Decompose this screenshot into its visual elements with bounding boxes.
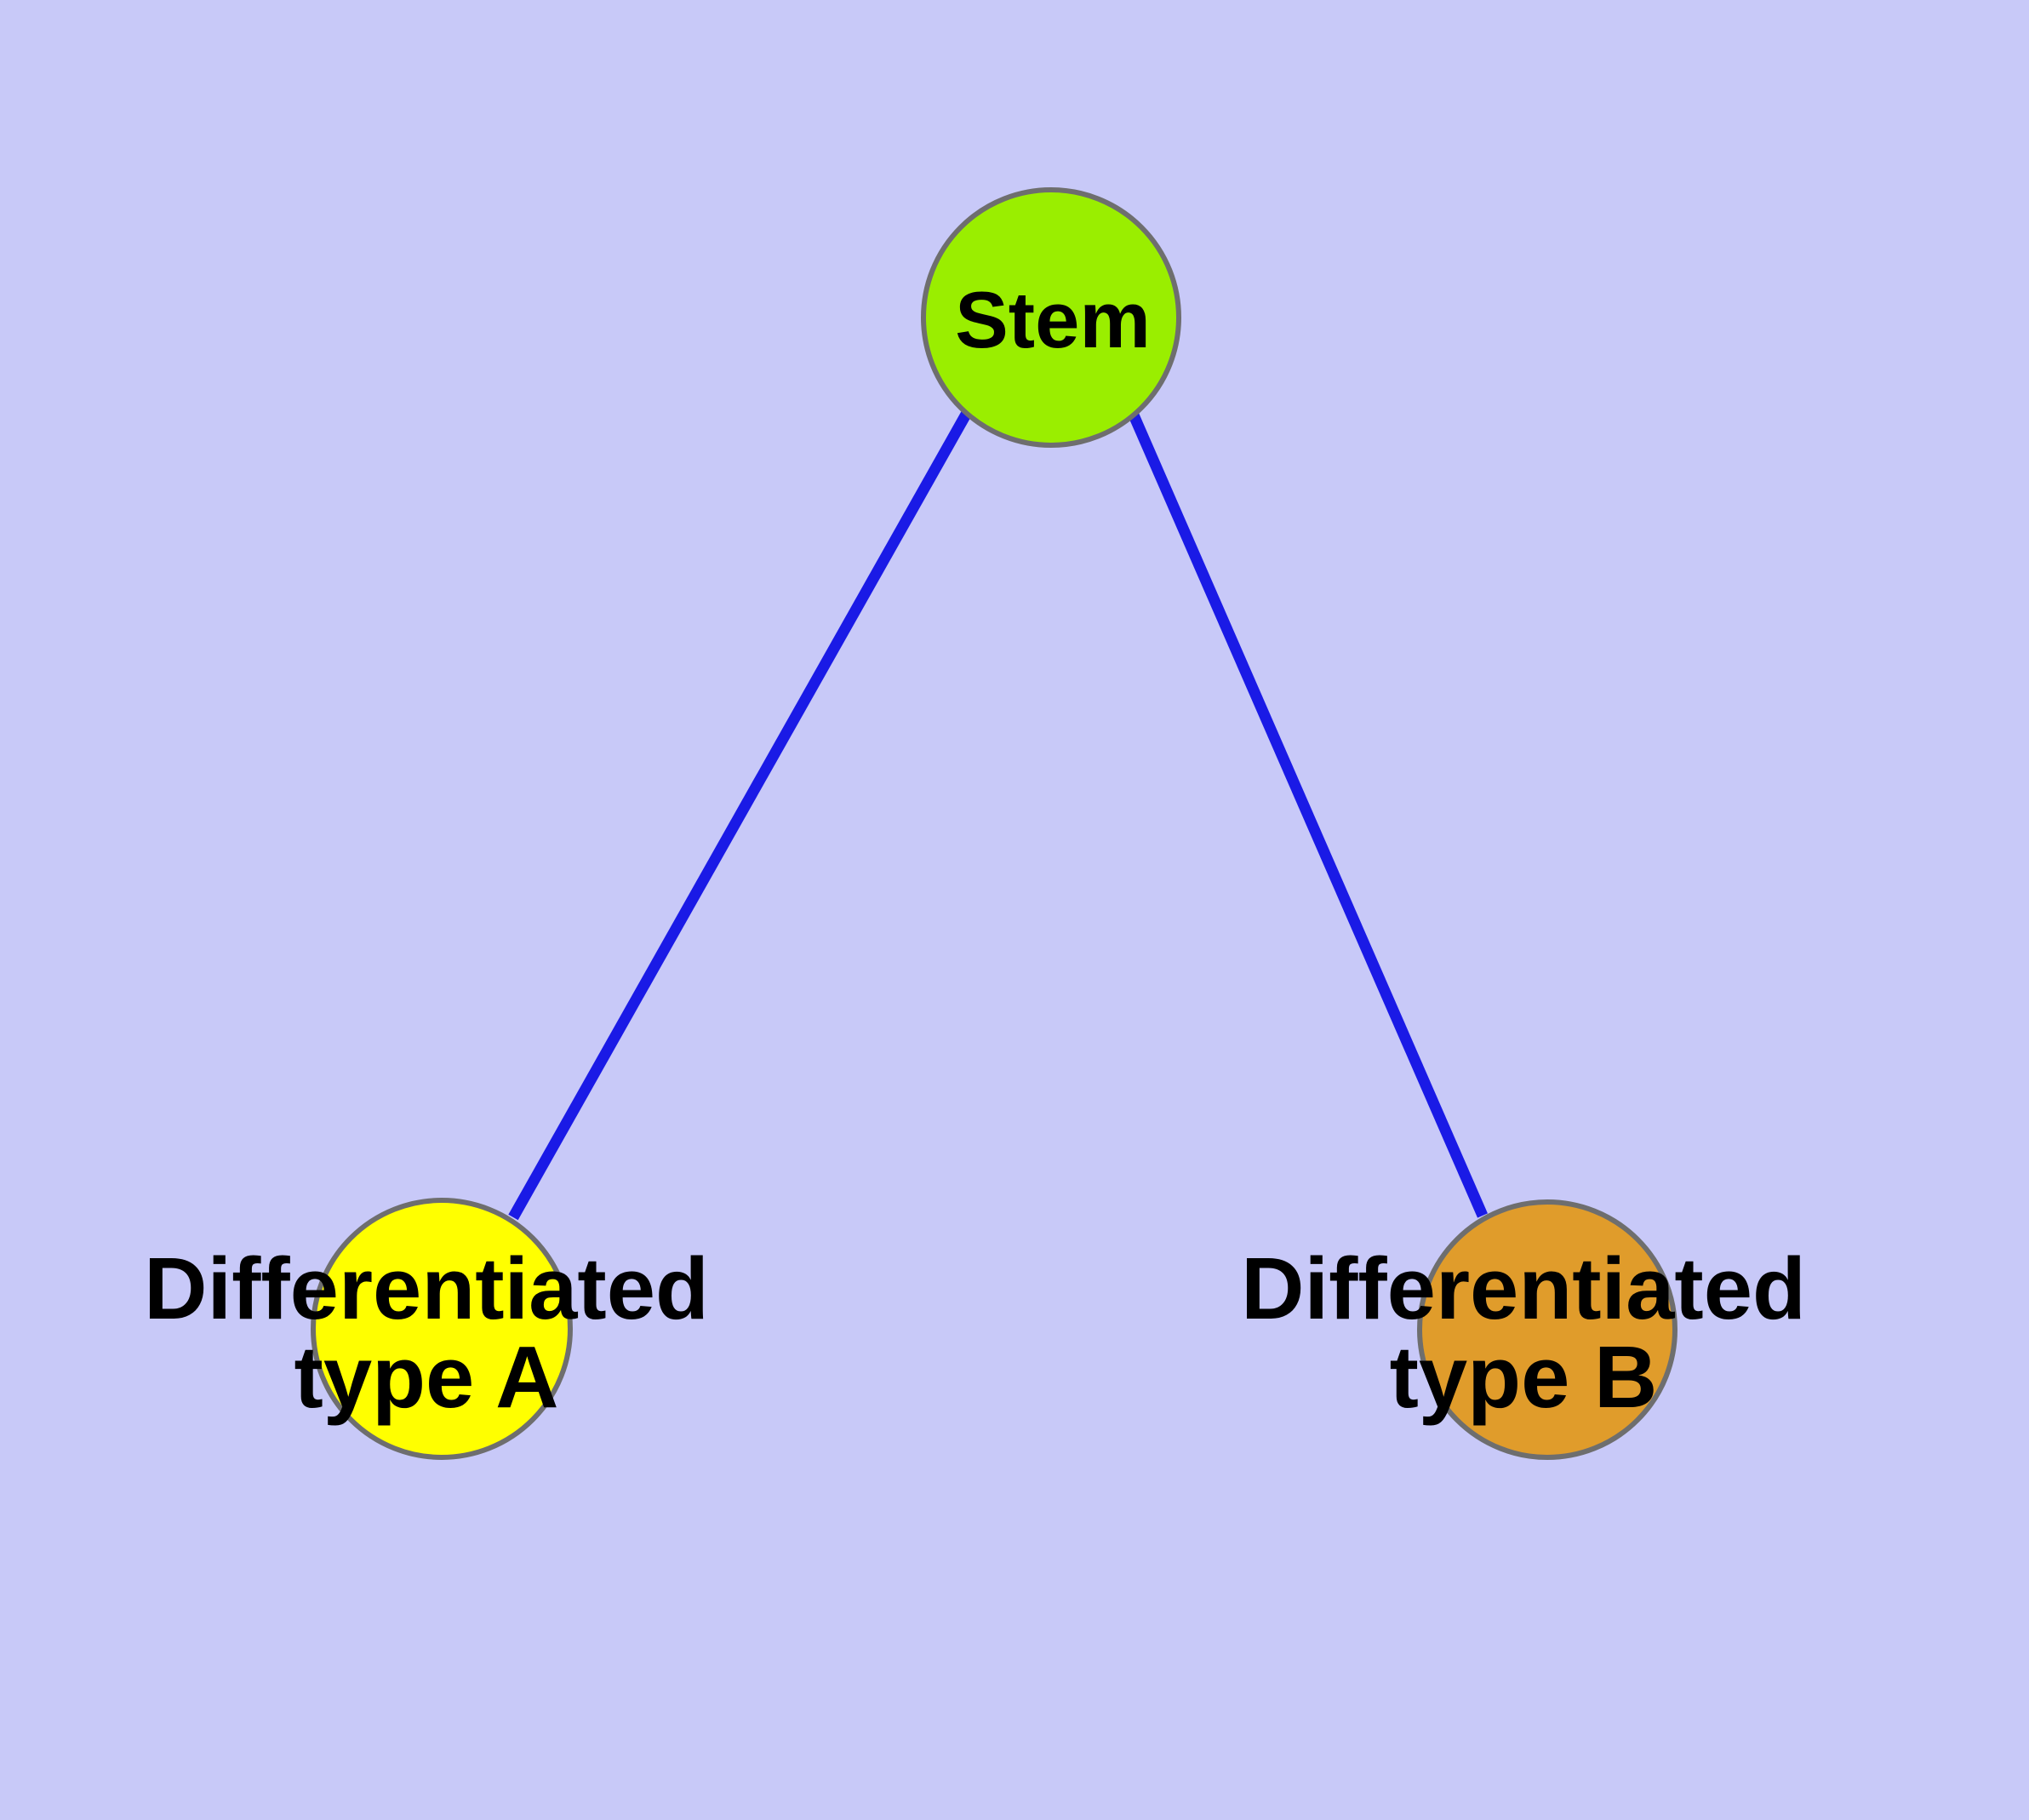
node-label-line: Differentiated [144,1239,709,1337]
edge-stem-to-diff-b [1127,409,1488,1218]
node-label-stem: Stem [955,275,1151,364]
node-diff-a[interactable] [311,1198,573,1460]
node-label-line: type B [1390,1328,1658,1426]
nodes-group [311,187,1677,1460]
node-label-line: Differentiated [1241,1239,1806,1337]
node-stem[interactable] [921,187,1181,448]
node-label-line: Stem [955,275,1151,364]
edge-stem-to-diff-a [508,409,972,1221]
node-label-line: type A [294,1328,559,1426]
edges-group [508,409,1488,1221]
node-diff-b[interactable] [1417,1199,1677,1460]
